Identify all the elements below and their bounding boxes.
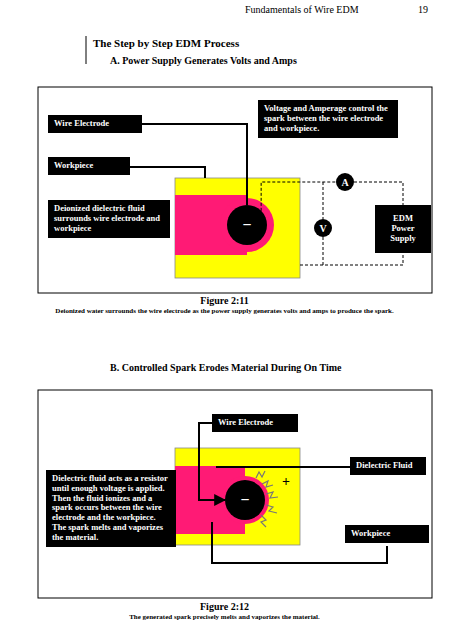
node-text: Workpiece — [54, 161, 124, 171]
node-text: Dielectric fluid acts as a resistor unti… — [52, 474, 170, 542]
spark — [256, 471, 265, 478]
connector — [354, 182, 403, 205]
workpiece-block — [175, 178, 300, 278]
node-text: Wire Electrode — [218, 418, 292, 428]
wire-electrode: − — [227, 205, 267, 245]
node-text: V — [319, 223, 326, 234]
node-text: EDM Power Supply — [381, 214, 425, 243]
figure-frame — [38, 87, 432, 293]
callout-box: Wire Electrode — [212, 414, 298, 432]
wire — [323, 182, 324, 219]
node-text: Workpiece — [351, 529, 423, 539]
polarity-sign: + — [282, 474, 290, 490]
wire — [323, 237, 324, 265]
spark — [266, 505, 277, 513]
ammeter-symbol: A — [336, 173, 354, 191]
figure-number: Figure 2:11 — [0, 295, 449, 306]
callout-box: Dielectric fluid acts as a resistor unti… — [46, 470, 176, 547]
dielectric-fluid — [221, 476, 269, 524]
callout-box: Wire Electrode — [48, 115, 142, 133]
leader-line — [130, 167, 205, 178]
connector — [142, 124, 247, 205]
spark — [266, 492, 278, 498]
node-text: − — [242, 216, 251, 234]
spark — [261, 515, 266, 527]
node-text: Voltage and Amperage control the spark b… — [264, 104, 392, 133]
page-title: The Step by Step EDM Process — [93, 37, 239, 49]
leader-line — [216, 466, 350, 468]
node-text: A — [341, 177, 348, 188]
callout-box: Deionized dielectric fluid surrounds wir… — [48, 200, 170, 238]
node-text: − — [240, 491, 249, 509]
figure-number: Figure 2:12 — [0, 601, 449, 612]
callout-box: Voltage and Amperage control the spark b… — [258, 100, 398, 138]
voltmeter-symbol: V — [314, 219, 332, 237]
running-header: Fundamentals of Wire EDM — [245, 4, 359, 15]
dielectric-fluid — [220, 198, 274, 252]
wire — [300, 253, 403, 265]
section-heading: A. Power Supply Generates Volts and Amps — [110, 55, 297, 66]
node-text: Deionized dielectric fluid surrounds wir… — [54, 204, 164, 233]
connector — [261, 182, 336, 211]
margin-rule — [86, 36, 87, 64]
figure-frame — [38, 390, 432, 598]
spark — [262, 481, 273, 487]
callout-box: Workpiece — [345, 525, 429, 543]
callout-box: Dielectric Fluid — [350, 457, 426, 475]
node-text: Dielectric Fluid — [356, 461, 420, 471]
power-supply-box: EDM Power Supply — [375, 205, 431, 253]
node-text: Wire Electrode — [54, 119, 136, 129]
wire-electrode: − — [225, 480, 265, 520]
figure-caption: The generated spark precisely melts and … — [0, 613, 449, 621]
connector — [199, 423, 225, 500]
section-heading: B. Controlled Spark Erodes Material Duri… — [110, 362, 342, 373]
page-number: 19 — [418, 4, 428, 15]
workpiece-block — [175, 448, 300, 545]
figure-caption: Deionized water surrounds the wire elect… — [0, 307, 449, 315]
callout-box: Workpiece — [48, 157, 130, 175]
